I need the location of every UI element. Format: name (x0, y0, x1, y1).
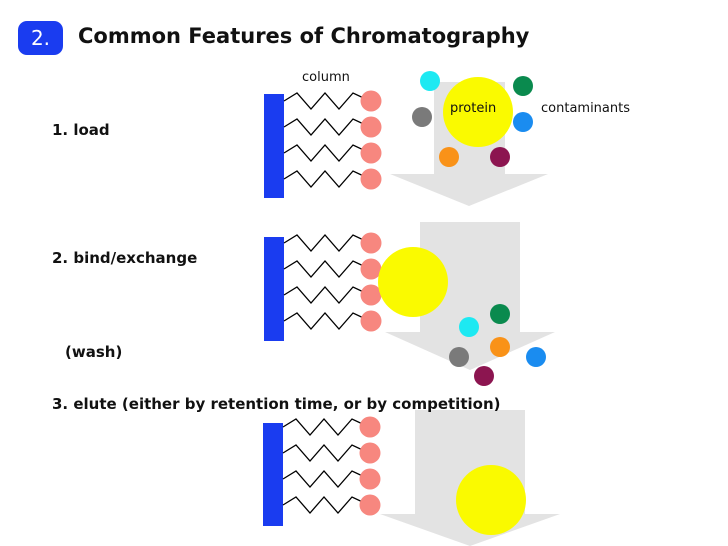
ligand-bead (360, 232, 382, 254)
ligand-linker (282, 496, 370, 514)
ligand-linker (283, 92, 371, 110)
ligand-bead (360, 116, 382, 138)
ligand-linker (283, 260, 371, 278)
step-wash-label: (wash) (65, 343, 123, 361)
ligand-linker (283, 144, 371, 162)
contaminant-maroon (490, 147, 510, 167)
column-support-bar (264, 237, 284, 341)
ligand-linker (283, 286, 371, 304)
slide-number-badge: 2. (18, 21, 63, 55)
ligand-bead (359, 494, 381, 516)
step-load-label: 1. load (52, 121, 110, 139)
ligand-linker (282, 418, 370, 436)
column-load (264, 90, 382, 198)
ligand-bead (360, 90, 382, 112)
ligand-linker (282, 444, 370, 462)
slide-title: Common Features of Chromatography (78, 24, 530, 48)
ligand-linker (283, 170, 371, 188)
contaminant-orange (439, 147, 459, 167)
protein-molecule (443, 77, 513, 147)
contaminant-green (490, 304, 510, 324)
ligand-bead (359, 468, 381, 490)
contaminant-cyan (459, 317, 479, 337)
protein-eluted (456, 465, 526, 535)
ligand-bead (360, 310, 382, 332)
step-elute-label: 3. elute (either by retention time, or b… (52, 395, 501, 413)
contaminant-green (513, 76, 533, 96)
ligand-bead (360, 142, 382, 164)
contaminant-blue (513, 112, 533, 132)
ligand-linker (283, 118, 371, 136)
column-bind (264, 232, 382, 341)
column-label: column (302, 70, 350, 85)
ligand-linker (282, 470, 370, 488)
protein-label: protein (450, 101, 497, 116)
column-support-bar (263, 423, 283, 526)
ligand-bead (359, 416, 381, 438)
column-elute (263, 416, 381, 526)
contaminant-cyan (420, 71, 440, 91)
contaminant-orange (490, 337, 510, 357)
step-bind-label: 2. bind/exchange (52, 249, 198, 267)
contaminant-gray (412, 107, 432, 127)
protein-bound (378, 247, 448, 317)
ligand-linker (283, 312, 371, 330)
ligand-bead (359, 442, 381, 464)
contaminant-maroon (474, 366, 494, 386)
ligand-bead (360, 258, 382, 280)
ligand-bead (360, 168, 382, 190)
contaminant-blue (526, 347, 546, 367)
ligand-linker (283, 234, 371, 252)
contaminants-label: contaminants (541, 101, 630, 116)
contaminant-gray (449, 347, 469, 367)
ligand-bead (360, 284, 382, 306)
column-support-bar (264, 94, 284, 198)
